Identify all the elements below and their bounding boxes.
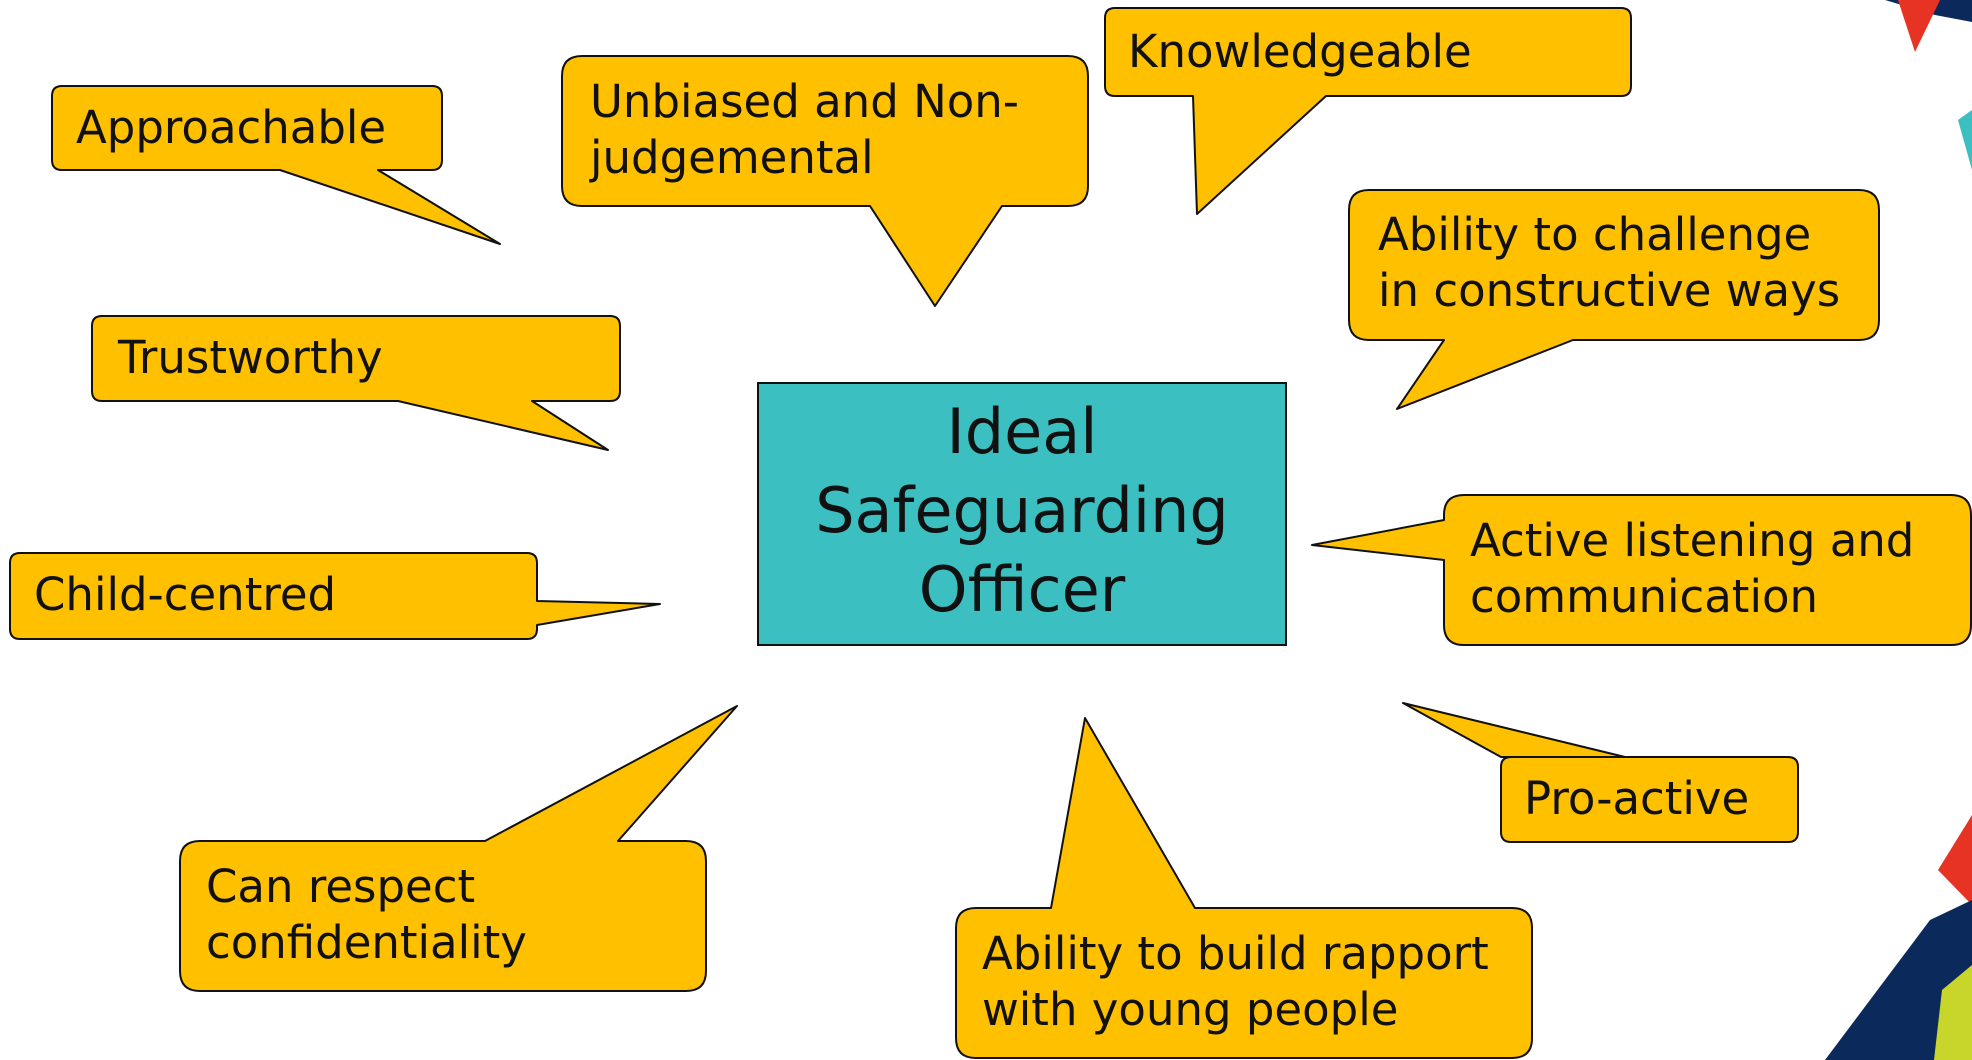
deco-navy-bottom (1825, 900, 1972, 1060)
callout-trustworthy-shape (91, 315, 621, 451)
deco-red-top (1898, 0, 1940, 52)
callout-pro-active-shape (1402, 702, 1799, 843)
callout-challenge-line-1: Ability to challenge (1378, 208, 1812, 261)
center-title: Ideal Safeguarding Officer (815, 395, 1229, 626)
deco-lime-bottom (1934, 965, 1972, 1060)
callout-unbiased-shape (561, 55, 1089, 307)
callout-challenge-shape (1348, 189, 1880, 410)
callout-active-listening: Active listening and communication (1470, 513, 1914, 625)
deco-red-bottom (1938, 815, 1972, 905)
callout-confidentiality-line-2: confidentiality (206, 916, 527, 969)
callout-active-listening-line-1: Active listening and (1470, 514, 1915, 567)
callout-child-centred-shape (9, 552, 661, 640)
callout-confidentiality-shape (179, 705, 738, 992)
callout-pro-active: Pro-active (1524, 771, 1749, 827)
callout-active-listening-line-2: communication (1470, 570, 1819, 623)
callout-child-centred: Child-centred (34, 567, 336, 623)
callout-rapport-line-2: with young people (982, 983, 1399, 1036)
callout-challenge-line-2: in constructive ways (1378, 264, 1841, 317)
callout-confidentiality-line-1: Can respect (206, 860, 476, 913)
callout-knowledgeable: Knowledgeable (1128, 24, 1472, 80)
callout-pro-active-line-1: Pro-active (1524, 772, 1750, 825)
corner-decoration (1825, 0, 1972, 1060)
callout-child-centred-line-1: Child-centred (34, 568, 337, 621)
callout-unbiased-line-2: judgemental (590, 131, 874, 184)
callout-rapport: Ability to build rapport with young peop… (982, 926, 1489, 1038)
deco-teal-mid (1958, 110, 1972, 170)
callout-approachable-line-1: Approachable (76, 101, 387, 154)
callout-unbiased: Unbiased and Non- judgemental (590, 74, 1019, 186)
callout-knowledgeable-shape (1104, 7, 1632, 215)
callout-approachable-shape (51, 85, 501, 245)
callout-unbiased-line-1: Unbiased and Non- (590, 75, 1020, 128)
callout-knowledgeable-line-1: Knowledgeable (1128, 25, 1472, 78)
callout-rapport-line-1: Ability to build rapport (982, 927, 1489, 980)
callout-active-listening-shape (1311, 494, 1972, 646)
callout-trustworthy-line-1: Trustworthy (118, 331, 383, 384)
center-box (757, 382, 1287, 646)
callout-rapport-shape (955, 717, 1533, 1059)
callout-challenge: Ability to challenge in constructive way… (1378, 207, 1840, 319)
callout-approachable: Approachable (76, 100, 386, 156)
callout-trustworthy: Trustworthy (118, 330, 383, 386)
callout-confidentiality: Can respect confidentiality (206, 859, 527, 971)
